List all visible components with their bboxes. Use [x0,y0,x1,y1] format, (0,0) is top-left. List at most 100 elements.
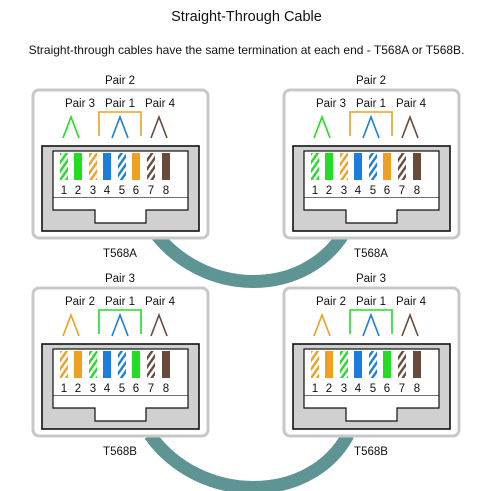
diagram-subtitle: Straight-through cables have the same te… [28,43,465,57]
pin-number: 5 [370,383,376,395]
pin-3-stripe [89,153,97,180]
pin-3-stripe [89,351,97,378]
pair-top-bracket [98,309,142,334]
pin-3-stripe [340,351,348,378]
pin-2-wire [74,351,82,378]
pin-number: 2 [75,185,81,197]
pin-4-wire [103,153,111,180]
pin-number: 5 [370,185,376,197]
pin-6-wire [383,351,391,378]
pin-number: 5 [119,383,125,395]
pin-7-stripe [398,153,406,180]
pin-number: 2 [326,185,332,197]
pin-1-stripe [311,351,319,378]
pin-1-stripe [60,351,68,378]
pin-3-stripe [340,153,348,180]
pin-1-stripe [60,153,68,180]
pin-2-wire [325,153,333,180]
pin-number: 6 [133,383,139,395]
pin-5-stripe [118,153,126,180]
pair-label: Pair 1 [105,296,135,308]
pin-6-wire [383,153,391,180]
pin-6-wire [132,153,140,180]
pin-8-wire [413,153,421,180]
standard-label: T568A [354,248,388,260]
pair-top-bracket [98,111,142,136]
pin-number: 4 [104,383,111,395]
pin-number: 3 [341,185,347,197]
pin-5-stripe [118,351,126,378]
standard-label: T568B [354,446,388,458]
pin-number: 3 [90,383,96,395]
pin-5-stripe [369,153,377,180]
pair-label: Pair 3 [65,98,95,110]
standard-label: T568B [103,446,137,458]
pin-number: 6 [133,185,139,197]
pin-7-stripe [147,351,155,378]
pin-number: 8 [163,185,169,197]
pin-number: 4 [104,185,111,197]
pin-number: 6 [384,383,390,395]
cable-top [144,222,354,288]
pair-chevron [111,114,129,139]
pin-1-stripe [311,153,319,180]
pin-number: 7 [148,185,154,197]
pin-7-stripe [147,153,155,180]
pin-number: 7 [399,383,405,395]
pair-label: Pair 2 [316,296,346,308]
pair-label: Pair 1 [356,98,386,110]
pair-chevron [62,312,80,337]
pair-label: Pair 2 [65,296,95,308]
pin-number: 8 [414,185,420,197]
pin-4-wire [354,153,362,180]
pair-label: Pair 4 [145,98,176,110]
pin-number: 5 [119,185,125,197]
pair-chevron [62,114,80,139]
pin-number: 1 [61,383,67,395]
jack-latch [52,396,189,422]
pin-number: 7 [399,185,405,197]
pin-number: 1 [61,185,67,197]
pair-label: Pair 3 [316,98,346,110]
pin-number: 2 [75,383,81,395]
pin-number: 2 [326,383,332,395]
jack-latch [303,396,440,422]
pin-number: 4 [355,383,362,395]
pair-top-bracket [349,309,393,334]
pin-8-wire [162,351,170,378]
pin-number: 8 [414,383,420,395]
pin-5-stripe [369,351,377,378]
pair-label: Pair 4 [145,296,176,308]
pin-7-stripe [398,351,406,378]
pin-number: 6 [384,185,390,197]
pair-chevron [150,312,168,337]
diagram-title: Straight-Through Cable [171,9,322,25]
cable-bottom [144,431,354,491]
pair-top-label: Pair 3 [356,273,386,285]
pair-top-label: Pair 2 [105,75,135,87]
standard-label: T568A [103,248,137,260]
pair-chevron [150,114,168,139]
pair-chevron [362,312,380,337]
pin-8-wire [413,351,421,378]
pair-chevron [401,312,419,337]
pair-chevron [111,312,129,337]
pair-top-bracket [349,111,393,136]
pair-top-label: Pair 2 [356,75,386,87]
pin-6-wire [132,351,140,378]
pin-4-wire [354,351,362,378]
pin-number: 4 [355,185,362,197]
jack-latch [303,198,440,224]
pin-number: 1 [312,383,318,395]
pin-number: 3 [90,185,96,197]
pin-4-wire [103,351,111,378]
pin-number: 3 [341,383,347,395]
pair-label: Pair 4 [396,98,427,110]
pin-number: 8 [163,383,169,395]
pair-chevron [313,312,331,337]
pin-number: 7 [148,383,154,395]
